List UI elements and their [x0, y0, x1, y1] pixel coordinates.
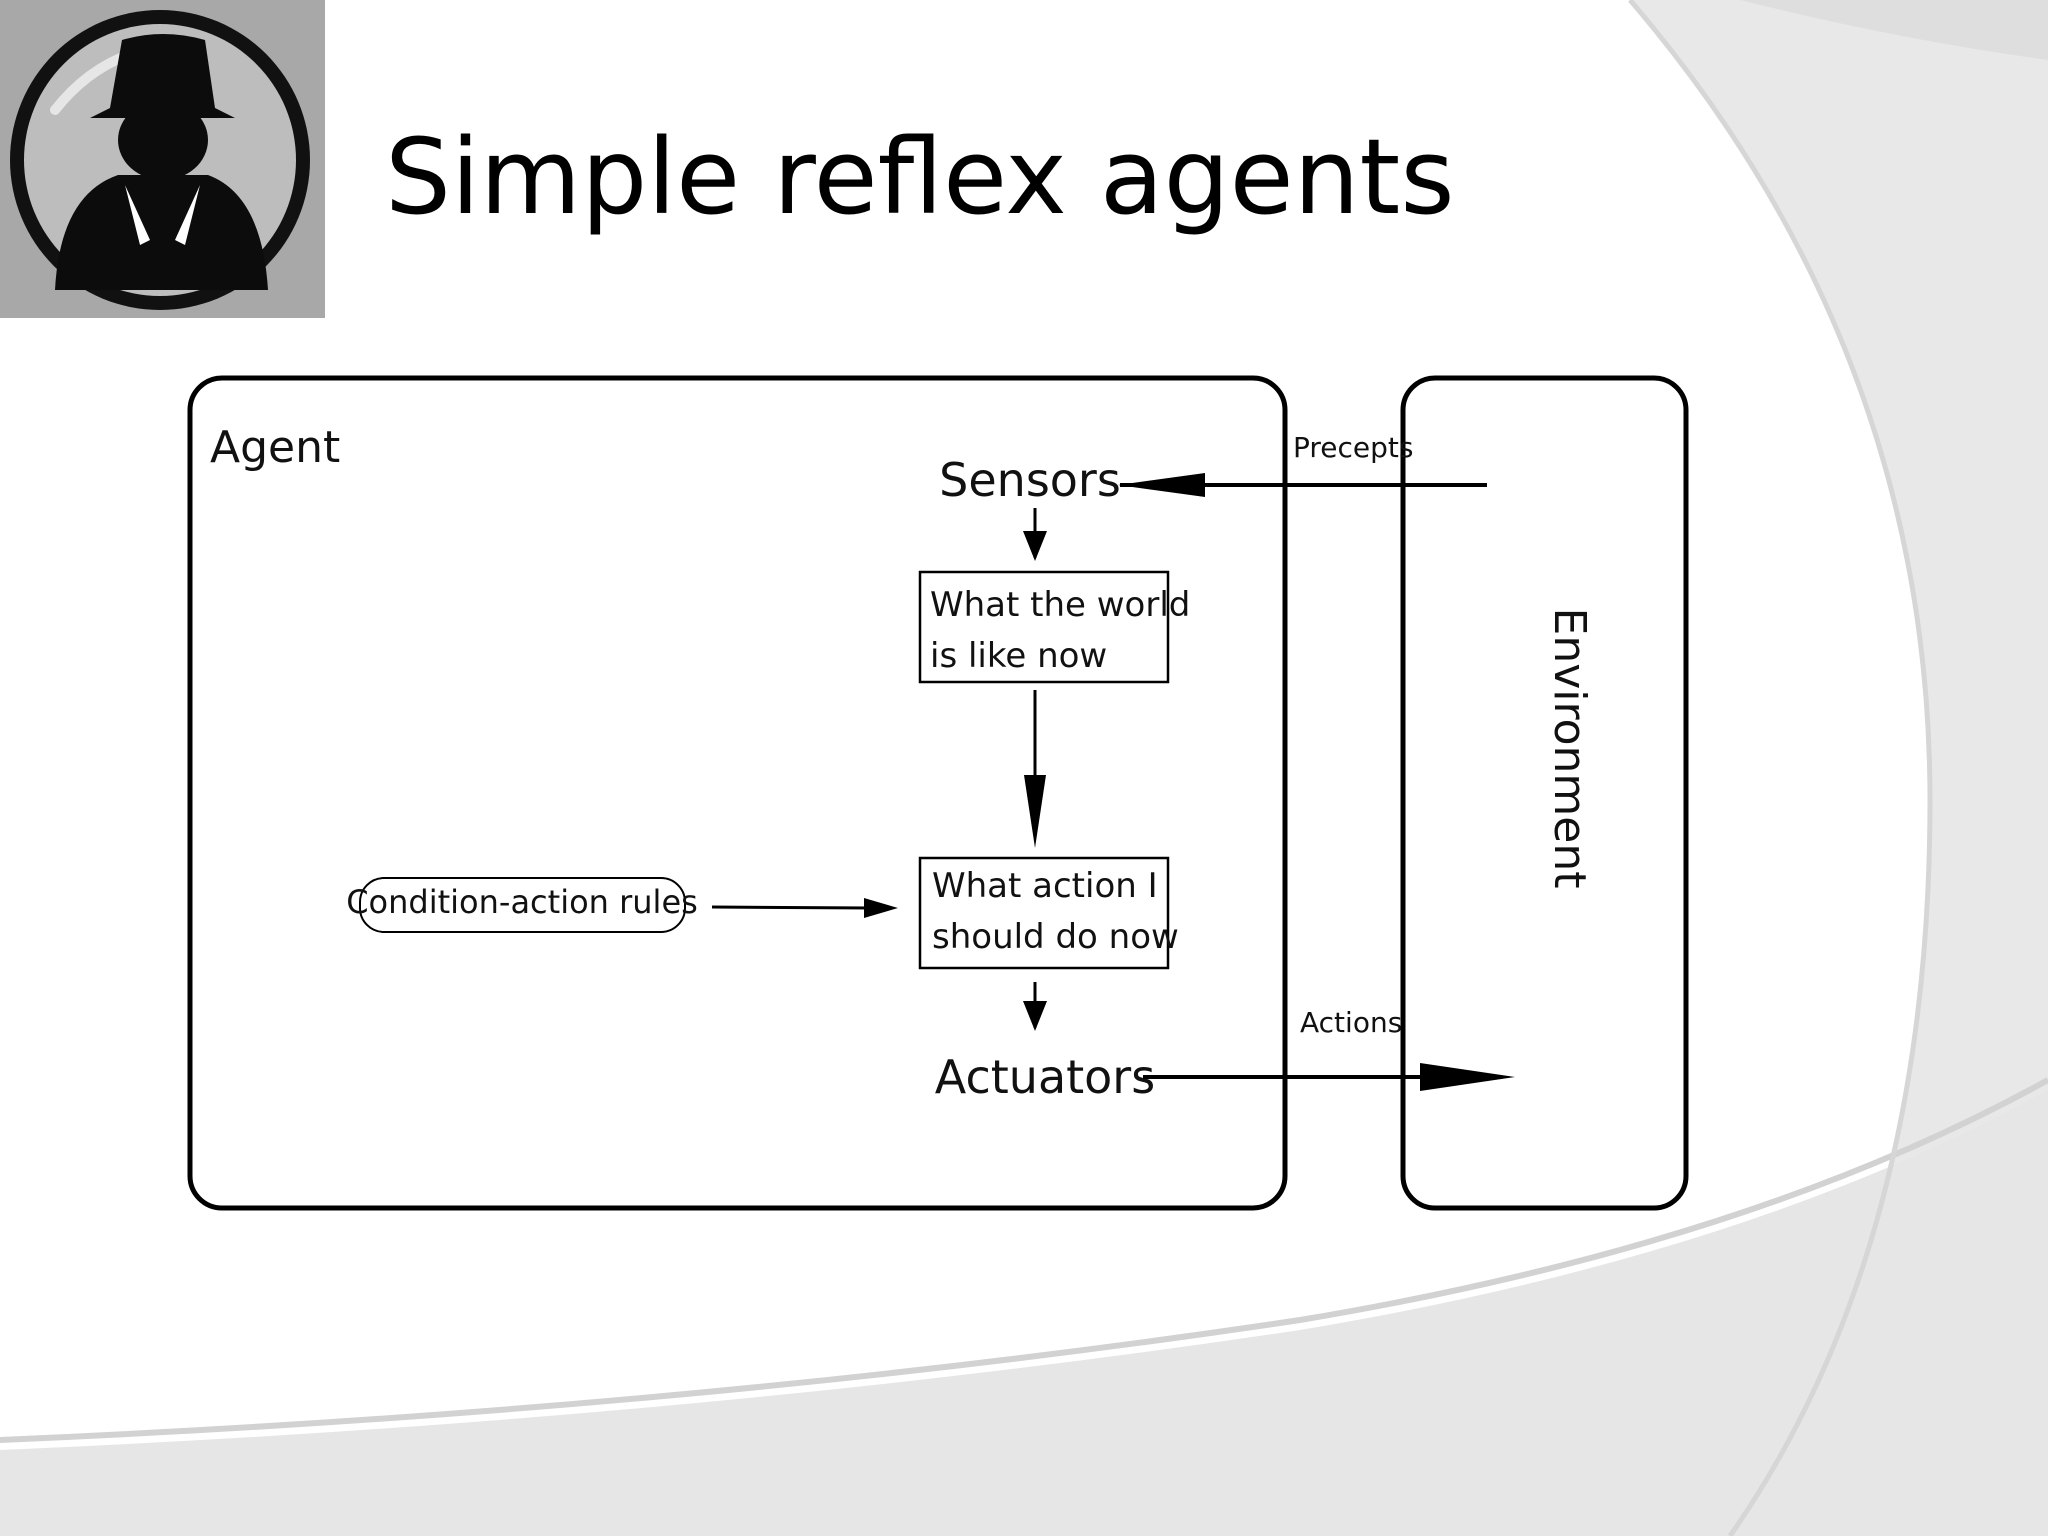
action-line-1: What action I	[932, 866, 1158, 906]
actions-arrowhead	[1420, 1063, 1515, 1091]
rules-to-action-arrowhead	[864, 898, 898, 918]
percepts-arrowhead	[1118, 473, 1205, 497]
world-state-box	[918, 570, 1170, 684]
world-to-action-arrowhead	[1024, 775, 1046, 848]
spy-silhouette-icon	[0, 0, 325, 318]
rules-label: Condition-action rules	[346, 883, 698, 921]
sensors-label: Sensors	[939, 453, 1121, 507]
agent-box	[187, 375, 1288, 1211]
actuators-label: Actuators	[935, 1050, 1155, 1104]
world-state-line-2: is like now	[930, 636, 1107, 676]
actions-label: Actions	[1300, 1006, 1402, 1039]
rules-to-action-arrow	[711, 905, 871, 910]
slide-title: Simple reflex agents	[385, 116, 1455, 238]
environment-label: Environment	[1544, 608, 1595, 889]
percepts-label: Precepts	[1293, 431, 1413, 464]
world-state-line-1: What the world	[930, 585, 1190, 625]
agent-label: Agent	[210, 422, 340, 473]
action-line-2: should do now	[932, 917, 1179, 957]
rules-box	[359, 877, 686, 933]
environment-box	[1400, 375, 1689, 1211]
action-box	[918, 856, 1170, 970]
